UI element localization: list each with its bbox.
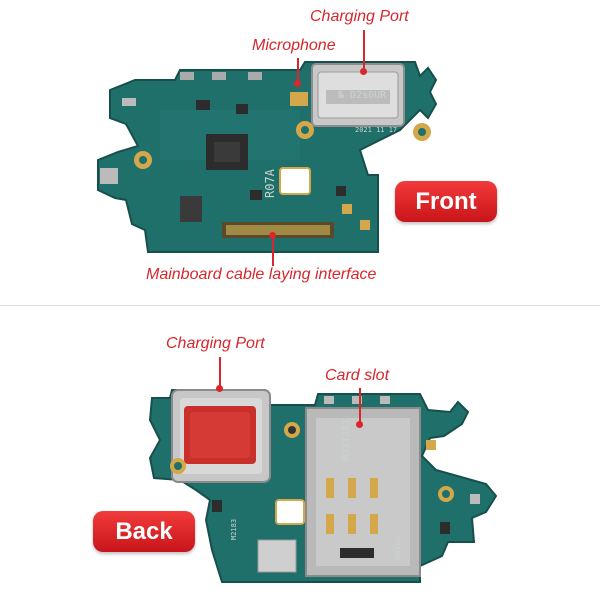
connector-silkscreen-text: № D2s0UR: [338, 90, 387, 101]
back-card-slot-leader: [359, 388, 361, 424]
slot-silkscreen-text: M2313A1: [341, 419, 352, 461]
front-microphone-dot: [294, 80, 301, 87]
front-charging-port-leader: [363, 30, 365, 70]
front-microphone-leader: [297, 58, 299, 82]
back-card-slot-label: Card slot: [325, 367, 390, 384]
front-charging-port-dot: [360, 68, 367, 75]
back-card-slot-dot: [356, 421, 363, 428]
front-charging-port-label: Charging Port: [310, 8, 409, 25]
front-mainboard-dot: [269, 232, 276, 239]
front-mainboard-cable-label: Mainboard cable laying interface: [146, 266, 377, 283]
back-badge: Back: [93, 511, 195, 552]
front-microphone-label: Microphone: [252, 37, 336, 54]
front-board-image: № D2s0UR 2021 11 17 R07A: [97, 61, 438, 253]
side-code-silkscreen: M2183: [230, 519, 238, 540]
back-charging-port-leader: [219, 357, 221, 387]
molex-silkscreen-text: molex: [393, 536, 402, 560]
part-code-silkscreen: R07A: [263, 168, 277, 198]
front-mainboard-leader: [272, 236, 274, 266]
back-charging-port-label: Charging Port: [166, 335, 265, 352]
back-charging-port-dot: [216, 385, 223, 392]
date-silkscreen-text: 2021 11 17: [355, 126, 397, 134]
front-badge: Front: [395, 181, 497, 222]
section-divider: [0, 305, 600, 306]
